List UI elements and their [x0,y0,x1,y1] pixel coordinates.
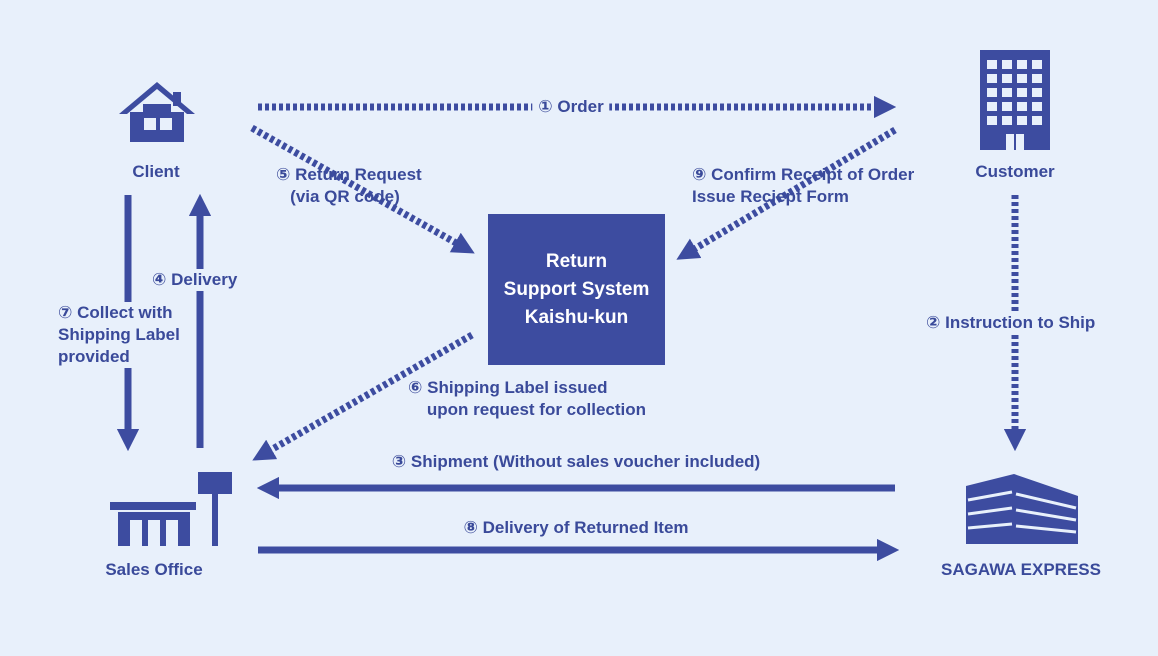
building-window [987,88,997,97]
storefront-icon [110,472,232,546]
building-window [1002,88,1012,97]
step-order-label: ① Order [532,96,610,118]
client-label: Client [132,162,180,181]
step-delivery-returned-label: ⑧ Delivery of Returned Item [463,518,689,537]
step-confirm-label: ⑨ Confirm Receipt of Order Issue Reciept… [692,165,915,206]
building-window [987,74,997,83]
building-window [1032,74,1042,83]
customer-label: Customer [975,162,1055,181]
building-window [1032,116,1042,125]
shipping-label-arrow [252,331,474,461]
office-building-icon [980,50,1050,150]
building-window [1002,74,1012,83]
sales-office-label: Sales Office [105,560,203,579]
building-window [1032,88,1042,97]
step-return-request-label: ⑤ Return Request (via QR code) [276,165,422,206]
building-window [1002,102,1012,111]
house-icon [119,82,195,142]
building-window [1002,116,1012,125]
building-window [1032,102,1042,111]
building-window [1017,88,1027,97]
building-window [1032,60,1042,69]
warehouse-building-icon [966,474,1078,544]
building-window [987,102,997,111]
building-window [987,60,997,69]
building-window [1017,102,1027,111]
building-window [1002,60,1012,69]
step-shipping-label-label: ⑥ Shipping Label issued upon request for… [408,378,647,419]
step-collect-label: ⑦ Collect with Shipping Label provided [52,302,186,368]
building-window [1017,74,1027,83]
confirm-arrow [676,126,897,260]
return-support-system-box: Return Support System Kaishu-kun [488,214,665,365]
building-window [1017,116,1027,125]
sagawa-label: SAGAWA EXPRESS [941,560,1101,579]
building-window [987,116,997,125]
step-instruction-label: ② Instruction to Ship [920,312,1102,334]
building-window [1017,60,1027,69]
return-request-arrow [250,124,475,254]
step-shipment-label: ③ Shipment (Without sales voucher includ… [391,452,761,471]
step-delivery-label: ④ Delivery [146,269,244,291]
